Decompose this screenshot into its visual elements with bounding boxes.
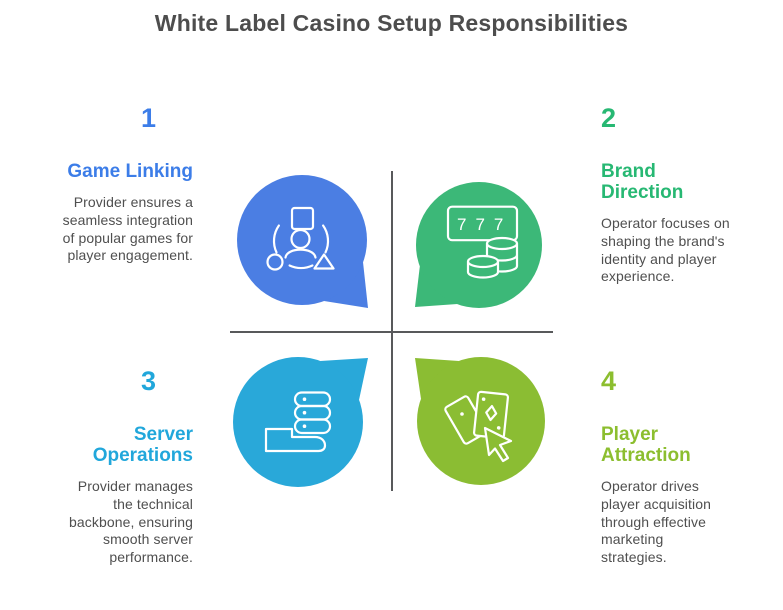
bubble-player-attraction [415, 357, 545, 485]
section-description: Operator focuses on shaping the brand's … [601, 215, 730, 285]
section-description: Provider manages the technical backbone,… [69, 478, 193, 566]
slot-digits: 777 [457, 215, 512, 234]
section-number-1: 1 [140, 103, 156, 133]
slot-display [446, 205, 519, 242]
bubble-game-linking [237, 175, 368, 308]
bubble-brand-direction: 777 [415, 182, 542, 308]
section-server-operations: 3 Server Operations Provider manages the… [33, 368, 193, 567]
section-number-3: 3 [140, 366, 156, 396]
section-brand-direction: 2 Brand Direction Operator focuses on sh… [601, 105, 753, 286]
cards-cursor-icon [444, 390, 513, 463]
hand-server-stack-icon [264, 391, 332, 453]
section-description: Operator drives player acquisition throu… [601, 478, 711, 566]
cursor-arrow-icon [483, 426, 513, 463]
slot-777-coins-icon: 777 [446, 205, 519, 279]
quadrant-diagram: 777 [230, 171, 553, 491]
section-player-attraction: 4 Player Attraction Operator drives play… [601, 368, 753, 567]
section-description: Provider ensures a seamless integration … [62, 194, 193, 264]
page-title: White Label Casino Setup Responsibilitie… [154, 10, 629, 36]
section-heading-player-attraction: Player Attraction [601, 424, 691, 466]
section-game-linking: 1 Game Linking Provider ensures a seamle… [33, 105, 193, 265]
bubble-server-operations [233, 357, 368, 487]
section-heading-brand-direction: Brand Direction [601, 161, 684, 203]
section-heading-server-operations: Server Operations [92, 424, 193, 466]
section-heading-game-linking: Game Linking [67, 161, 193, 182]
section-number-2: 2 [601, 103, 617, 133]
community-shapes-icon [266, 206, 335, 271]
bubble-circle [237, 175, 367, 305]
bubble-circle [416, 182, 542, 308]
section-number-4: 4 [601, 366, 617, 396]
